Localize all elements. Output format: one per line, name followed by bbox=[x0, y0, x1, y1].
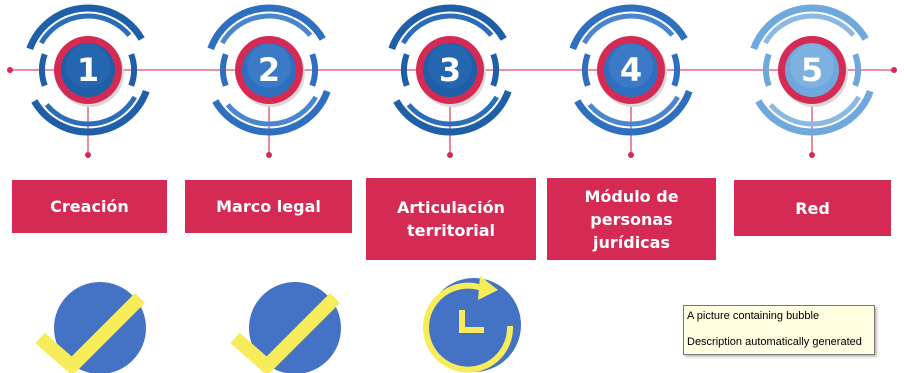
timeline-start-dot bbox=[7, 67, 13, 73]
step-node-1: 1 bbox=[26, 4, 150, 158]
step-label-modulo-personas-juridicas: Módulo de personas jurídicas bbox=[547, 178, 716, 260]
step-node-5: 5 bbox=[750, 4, 874, 158]
step-node-2: 2 bbox=[207, 4, 331, 158]
step-node-4: 4 bbox=[569, 4, 693, 158]
timeline-end-dot bbox=[891, 67, 897, 73]
step-label-red: Red bbox=[734, 180, 891, 236]
check-icon bbox=[230, 282, 341, 373]
step-number-4: 4 bbox=[620, 51, 642, 89]
image-alt-tooltip: A picture containing bubble Description … bbox=[683, 305, 875, 355]
step-number-3: 3 bbox=[439, 51, 461, 89]
step-number-2: 2 bbox=[258, 51, 280, 89]
tooltip-line-1: A picture containing bubble bbox=[687, 310, 820, 322]
step-node-3: 3 bbox=[388, 4, 512, 158]
step-label-articulacion-territorial: Articulación territorial bbox=[366, 178, 536, 260]
step-label-marco-legal: Marco legal bbox=[185, 180, 352, 233]
check-icon bbox=[35, 282, 146, 373]
step-label-creacion: Creación bbox=[12, 180, 167, 233]
step-number-5: 5 bbox=[801, 51, 823, 89]
in-progress-clock-icon bbox=[423, 276, 521, 373]
timeline-diagram: 1 2 3 4 5 bbox=[7, 4, 897, 158]
step-number-1: 1 bbox=[77, 51, 99, 89]
tooltip-line-2: Description automatically generated bbox=[687, 336, 862, 348]
